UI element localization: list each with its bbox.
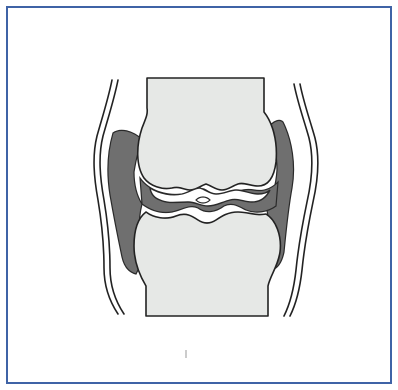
meniscus-fragment [196,197,210,203]
tibia-bone-icon [134,212,280,316]
femur-bone-icon [138,78,277,190]
